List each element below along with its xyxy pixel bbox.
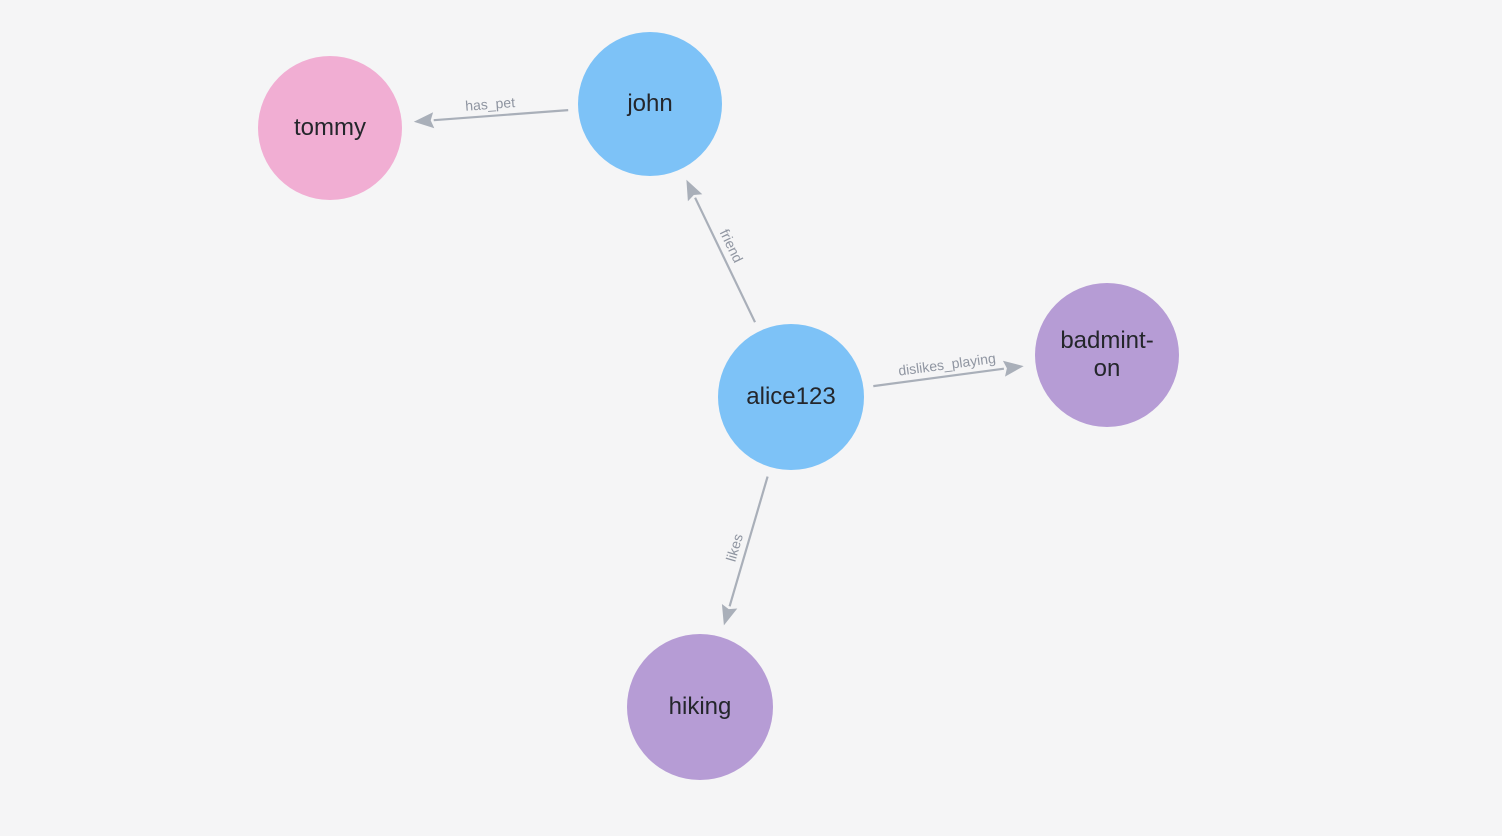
edge-line [694,197,756,323]
edge-arrowhead-icon [1002,360,1024,377]
node-label: alice123 [746,383,836,411]
edge-has_pet[interactable]: has_pet [413,94,569,129]
node-hiking[interactable]: hiking [627,634,773,780]
edge-line [728,476,769,607]
node-label: john [627,90,673,118]
edge-arrowhead-icon [721,604,738,626]
edge-arrowhead-icon [686,179,703,202]
edge-label: has_pet [465,94,516,114]
edge-line [433,109,569,122]
node-label: tommy [294,114,366,142]
edge-label: likes [723,532,746,563]
edge-dislikes_playing[interactable]: dislikes_playing [873,350,1024,388]
edge-label: friend [717,227,747,266]
edge-likes[interactable]: likes [721,476,769,626]
node-john[interactable]: john [578,32,722,176]
node-tommy[interactable]: tommy [258,56,402,200]
edge-arrowhead-icon [413,112,435,129]
edge-line [873,367,1005,388]
node-label: badmint- on [1060,327,1154,382]
edge-label: dislikes_playing [897,350,996,379]
edge-friend[interactable]: friend [686,179,756,323]
node-label: hiking [668,693,732,721]
node-alice123[interactable]: alice123 [718,324,864,470]
node-badminton[interactable]: badmint- on [1035,283,1179,427]
